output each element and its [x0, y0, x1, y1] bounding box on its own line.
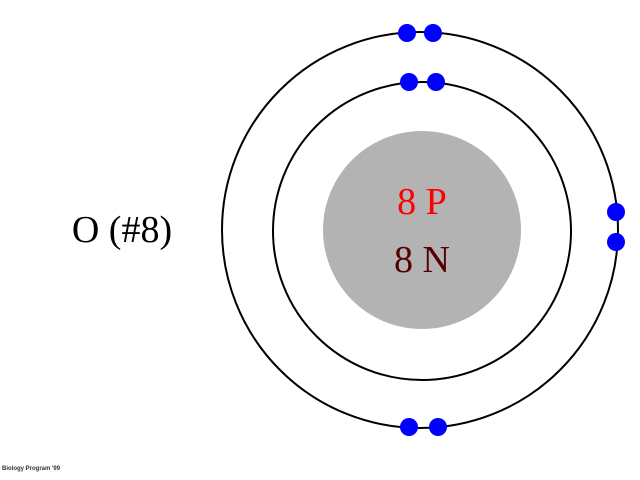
electron — [398, 24, 416, 42]
outer-shell-orbit — [221, 31, 619, 429]
electron — [607, 233, 625, 251]
inner-shell-orbit — [272, 81, 572, 381]
electron — [424, 24, 442, 42]
electron — [427, 73, 445, 91]
electron — [429, 418, 447, 436]
neutron-count: 8 N — [394, 239, 450, 281]
nucleus — [323, 131, 521, 329]
electron — [400, 418, 418, 436]
proton-count: 8 P — [397, 181, 447, 223]
electron — [400, 73, 418, 91]
element-label: O (#8) — [72, 209, 172, 251]
electron — [607, 203, 625, 221]
credit-text: Biology Program '99 — [2, 466, 61, 472]
